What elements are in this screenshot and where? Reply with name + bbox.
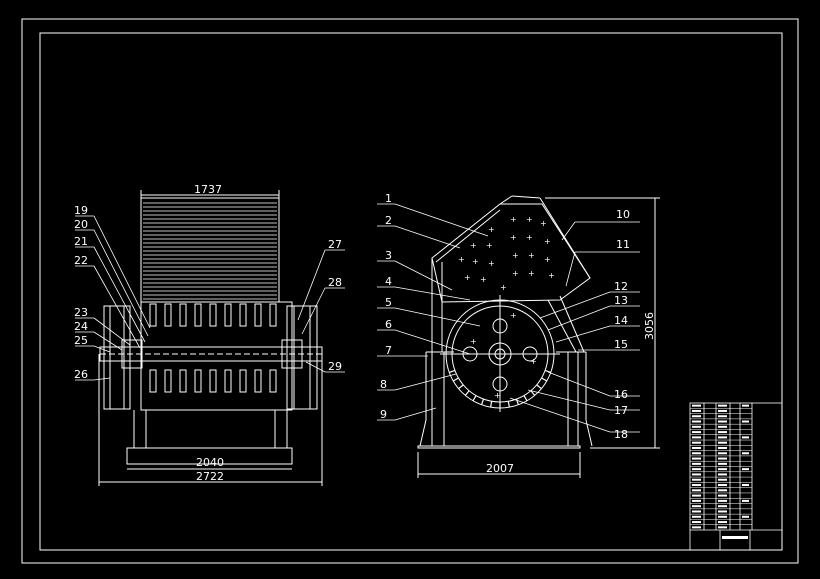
callout-18: 18 — [614, 428, 628, 441]
inner-border — [39, 32, 783, 551]
callout-16: 16 — [614, 388, 628, 401]
callout-29: 29 — [328, 360, 342, 373]
dim-top-width: 1737 — [194, 183, 222, 196]
liner-mark: + — [470, 241, 477, 250]
callout-20: 20 — [74, 218, 88, 231]
dim-base-width: 2040 — [196, 456, 224, 469]
liner-mark: + — [494, 391, 501, 400]
callout-17: 17 — [614, 404, 628, 417]
callout-12: 12 — [614, 280, 628, 293]
callout-7: 7 — [385, 344, 392, 357]
liner-mark: + — [470, 337, 477, 346]
liner-mark: + — [528, 269, 535, 278]
liner-mark: + — [510, 233, 517, 242]
callout-11: 11 — [616, 238, 630, 251]
front-view — [98, 190, 323, 486]
callout-23: 23 — [74, 306, 88, 319]
callout-6: 6 — [385, 318, 392, 331]
liner-mark: + — [512, 269, 519, 278]
callout-10: 10 — [616, 208, 630, 221]
callout-13: 13 — [614, 294, 628, 307]
callout-28: 28 — [328, 276, 342, 289]
liner-mark: + — [540, 219, 547, 228]
liner-mark: + — [480, 275, 487, 284]
dim-side-base-width: 2007 — [486, 462, 514, 475]
liner-mark: + — [544, 255, 551, 264]
liner-mark: + — [500, 283, 507, 292]
dim-side-height: 3056 — [643, 312, 656, 340]
callout-1: 1 — [385, 192, 392, 205]
liner-mark: + — [488, 259, 495, 268]
liner-mark: + — [472, 257, 479, 266]
callout-2: 2 — [385, 214, 392, 227]
liner-mark: + — [488, 225, 495, 234]
callout-25: 25 — [74, 334, 88, 347]
callout-24: 24 — [74, 320, 88, 333]
callout-19: 19 — [74, 204, 88, 217]
liner-mark: + — [510, 311, 517, 320]
liner-mark: + — [526, 233, 533, 242]
callout-4: 4 — [385, 275, 392, 288]
liner-mark: + — [548, 271, 555, 280]
callout-22: 22 — [74, 254, 88, 267]
liner-mark: + — [544, 237, 551, 246]
side-callouts — [377, 203, 640, 433]
title-block — [689, 402, 783, 551]
callout-14: 14 — [614, 314, 628, 327]
dim-overall-width: 2722 — [196, 470, 224, 483]
callout-26: 26 — [74, 368, 88, 381]
outer-border — [21, 18, 799, 564]
liner-mark: + — [486, 241, 493, 250]
liner-mark: + — [464, 273, 471, 282]
callout-9: 9 — [380, 408, 387, 421]
liner-mark: + — [512, 251, 519, 260]
callout-5: 5 — [385, 296, 392, 309]
callout-3: 3 — [385, 249, 392, 262]
callout-8: 8 — [380, 378, 387, 391]
callout-27: 27 — [328, 238, 342, 251]
callout-21: 21 — [74, 235, 88, 248]
side-view — [417, 195, 660, 478]
liner-mark: + — [458, 255, 465, 264]
liner-mark: + — [528, 251, 535, 260]
front-callouts — [75, 215, 345, 381]
liner-mark: + — [530, 357, 537, 366]
callout-15: 15 — [614, 338, 628, 351]
liner-mark: + — [510, 215, 517, 224]
liner-mark: + — [526, 215, 533, 224]
